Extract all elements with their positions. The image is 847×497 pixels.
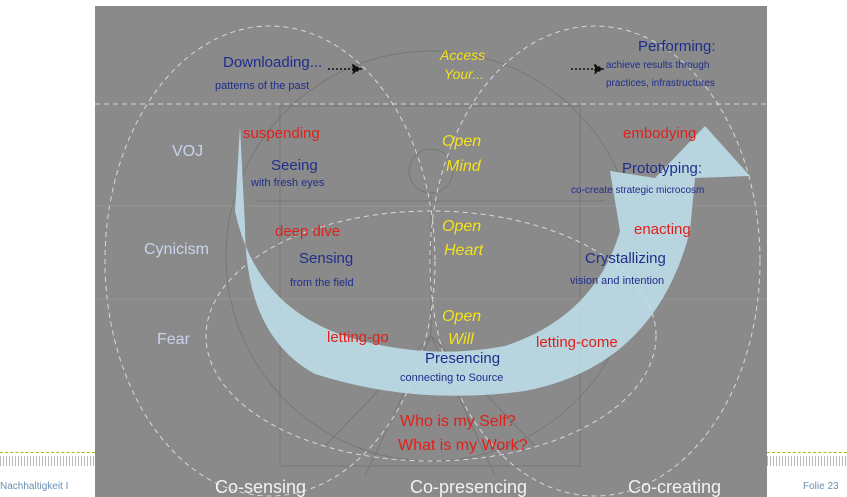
right-action-embodying: embodying (623, 125, 697, 142)
u-process-arrow-icon (235, 126, 750, 396)
top-arrows (328, 63, 605, 75)
footer-decoration-right (767, 452, 847, 468)
right-title-prototyping: Prototyping: (622, 160, 703, 177)
right-action-enacting: enacting (634, 221, 691, 238)
right-sub-vision: vision and intention (570, 275, 665, 287)
voice-cynicism: Cynicism (144, 241, 209, 258)
phase-co-presencing: Co-presencing (410, 477, 528, 497)
question-self: Who is my Self? (400, 413, 516, 430)
performing-title: Performing: (638, 38, 716, 55)
left-action-suspending: suspending (243, 125, 320, 142)
right-action-letting-come: letting-come (536, 334, 618, 351)
presencing-subtitle: connecting to Source (400, 372, 504, 384)
center-open-heart-2: Heart (444, 242, 484, 259)
downloading-subtitle: patterns of the past (215, 80, 310, 92)
right-sub-microcosm: co-create strategic microcosm (571, 185, 705, 196)
diagram-backdrop (95, 25, 767, 497)
left-sub-field: from the field (290, 277, 354, 289)
u-process-diagram: Downloading... patterns of the past Acce… (95, 6, 767, 497)
performing-subtitle-1: achieve results through (606, 60, 710, 71)
arrow-right-icon (352, 63, 363, 75)
center-open-will-1: Open (442, 308, 482, 325)
phase-co-creating: Co-creating (628, 477, 722, 497)
left-action-letting-go: letting-go (327, 329, 389, 346)
presencing-title: Presencing (425, 350, 501, 367)
footer-slide-number: Folie 23 (803, 481, 839, 492)
phase-ellipses (95, 25, 767, 497)
left-sub-fresh-eyes: with fresh eyes (251, 177, 325, 189)
voice-fear: Fear (157, 331, 190, 348)
copresencing-ellipse (205, 210, 657, 462)
footer-course-title: Nachhaltigkeit I (0, 481, 69, 492)
center-open-will-2: Will (448, 331, 474, 348)
arrow-right-icon (594, 63, 605, 75)
center-open-mind-2: Mind (446, 158, 481, 175)
cosensing-ellipse (104, 25, 436, 497)
left-action-deep-dive: deep dive (275, 223, 341, 240)
footer-decoration-left (0, 452, 95, 468)
voice-voj: VOJ (172, 143, 204, 160)
right-title-crystallizing: Crystallizing (585, 250, 666, 267)
question-work: What is my Work? (398, 437, 528, 454)
your-label: Your... (444, 66, 484, 82)
cocreating-ellipse (429, 25, 761, 497)
center-open-heart-1: Open (442, 218, 482, 235)
downloading-title: Downloading... (223, 54, 323, 71)
left-title-sensing: Sensing (299, 250, 354, 267)
center-open-mind-1: Open (442, 133, 482, 150)
phase-co-sensing: Co-sensing (215, 477, 307, 497)
performing-subtitle-2: practices, infrastructures (606, 78, 715, 89)
left-title-seeing: Seeing (271, 157, 318, 174)
access-label: Access (440, 47, 486, 63)
